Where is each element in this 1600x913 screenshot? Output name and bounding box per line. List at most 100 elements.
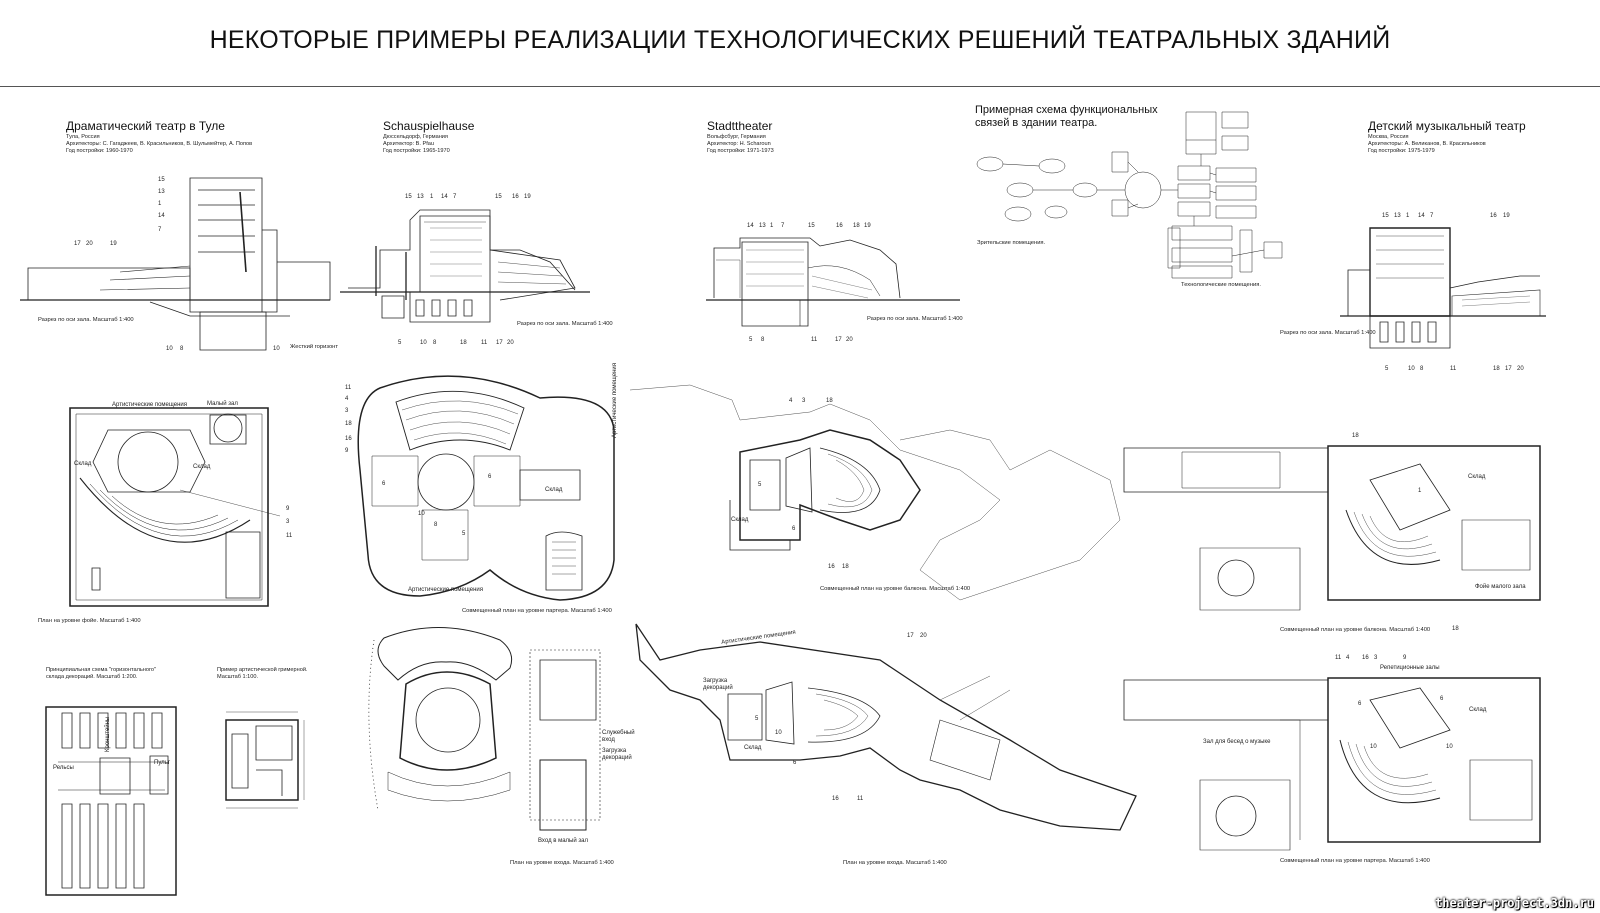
moscow-section-callout-12: 17 (1505, 366, 1512, 372)
moscow-location: Москва, Россия (1368, 134, 1409, 140)
tula-section-callout-3: 14 (158, 213, 165, 219)
moscow-section-callout-2: 1 (1406, 213, 1410, 219)
moscow-section-callout-13: 20 (1517, 366, 1524, 372)
wolf-section-callout-2: 1 (770, 223, 774, 229)
dus-plan1-drawing (357, 375, 615, 601)
dus-section-callout-13: 17 (496, 340, 503, 346)
tula-plan-label-store2: Склад (193, 464, 211, 470)
wolf-plan1-callout-1: 3 (802, 398, 806, 404)
schema-audience-caption: Зрительские помещения. (977, 240, 1046, 246)
dus-plan-callout-1: 4 (345, 396, 349, 402)
dus-section-callout-1: 13 (417, 194, 424, 200)
moscow-plan2-callout-3: 3 (1374, 655, 1378, 661)
tula-dressing-caption: Пример артистической гримерной. Масштаб … (217, 667, 308, 680)
dus-section-callout-11: 18 (460, 340, 467, 346)
wolf-section-callout-3: 7 (781, 223, 785, 229)
tula-year: Год постройки: 1960-1970 (66, 148, 133, 154)
dus-section-callout-6: 16 (512, 194, 519, 200)
dus-section-callout-12: 11 (481, 340, 488, 346)
dus-entrance-service: Служебный вход (602, 730, 635, 743)
dus-plan-callout-6: 6 (382, 481, 386, 487)
dus-plan2-caption: План на уровне входа. Масштаб 1:400 (510, 860, 614, 866)
tula-section-caption: Разрез по оси зала. Масштаб 1:400 (38, 317, 134, 323)
dus-section-callout-0: 15 (405, 194, 412, 200)
moscow-section-callout-4: 7 (1430, 213, 1434, 219)
wolf-section-drawing (706, 237, 960, 327)
wolf-architects: Архитектор: H. Scharoun (707, 141, 771, 147)
moscow-plan1-caption: Совмещенный план на уровне балкона. Масш… (1280, 627, 1431, 633)
moscow-plan1-callout-2: 18 (1452, 626, 1459, 632)
moscow-title: Детский музыкальный театр (1368, 119, 1526, 133)
tula-section-callout-0: 15 (158, 177, 165, 183)
moscow-plan2-label-store: Склад (1469, 707, 1487, 713)
wolf-section-callout-10: 11 (811, 337, 818, 343)
tula-storage-drawing (45, 706, 177, 896)
tula-section-callout-9: 8 (180, 346, 184, 352)
tula-plan-label-small-hall: Малый зал (207, 401, 238, 407)
dus-plan1-caption: Совмещенный план на уровне партера. Масш… (462, 608, 612, 614)
wolf-plan1-callout-6: 18 (842, 564, 849, 570)
wolf-plan2-callout-5: 16 (832, 796, 839, 802)
wolf-plan2-callout-2: 5 (755, 716, 759, 722)
moscow-section-callout-3: 14 (1418, 213, 1425, 219)
moscow-plan2-callout-5: 6 (1358, 701, 1362, 707)
moscow-section-callout-0: 15 (1382, 213, 1389, 219)
schema-tech-caption: Технологические помещения. (1181, 282, 1261, 288)
dus-plan2-drawing (368, 627, 601, 831)
tula-storage-label-console: Пульт (154, 760, 171, 766)
moscow-section-callout-8: 10 (1408, 366, 1415, 372)
moscow-plan2-drawing (1123, 677, 1541, 851)
dus-plan-callout-2: 3 (345, 408, 349, 414)
title-band: НЕКОТОРЫЕ ПРИМЕРЫ РЕАЛИЗАЦИИ ТЕХНОЛОГИЧЕ… (0, 0, 1600, 87)
dus-plan-callout-8: 10 (418, 511, 425, 517)
moscow-section-callout-9: 8 (1420, 366, 1424, 372)
moscow-section-drawing (1340, 227, 1546, 349)
moscow-section-callout-6: 19 (1503, 213, 1510, 219)
wolf-section-callout-4: 15 (808, 223, 815, 229)
moscow-plan2-callout-2: 16 (1362, 655, 1369, 661)
wolf-section-callout-9: 8 (761, 337, 765, 343)
tula-section-callout-10: 10 (273, 346, 280, 352)
tula-section-callout-7: 19 (110, 241, 117, 247)
dus-section-callout-2: 1 (430, 194, 434, 200)
tula-plan-label-store1: Склад (74, 461, 92, 467)
tula-plan-callout-1: 3 (286, 519, 290, 525)
dus-plan-callout-9: 5 (462, 531, 466, 537)
dus-section-callout-8: 5 (398, 340, 402, 346)
moscow-plan2-callout-8: 10 (1446, 744, 1453, 750)
dus-section-callout-7: 19 (524, 194, 531, 200)
moscow-plan1-label-foyer: Фойе малого зала (1475, 584, 1526, 590)
wolf-location: Вольфсбург, Германия (707, 134, 766, 140)
wolf-plan2-caption: План на уровне входа. Масштаб 1:400 (843, 860, 947, 866)
moscow-plan1-drawing (1123, 445, 1541, 611)
wolf-section-callout-11: 17 (835, 337, 842, 343)
moscow-section-callout-1: 13 (1394, 213, 1401, 219)
moscow-plan2-label-music-hall: Зал для бесед о музыке (1203, 739, 1271, 745)
tula-section-drawing (20, 177, 331, 351)
dus-entrance-small-hall: Вход в малый зал (538, 838, 588, 844)
moscow-plan2-callout-1: 4 (1346, 655, 1350, 661)
tula-title: Драматический театр в Туле (66, 119, 225, 133)
wolf-plan1-callout-3: 5 (758, 482, 762, 488)
dus-plan-label-artist1: Артистические помещения (408, 587, 484, 593)
tula-section-callout-6: 20 (86, 241, 93, 247)
moscow-plan2-callout-0: 11 (1335, 655, 1342, 661)
dus-plan-callout-0: 11 (345, 385, 352, 391)
wolf-year: Год постройки: 1971-1973 (707, 148, 774, 154)
moscow-plan2-callout-4: 9 (1403, 655, 1407, 661)
wolf-section-callout-5: 16 (836, 223, 843, 229)
tula-section-callout-4: 7 (158, 227, 162, 233)
tula-section-callout-2: 1 (158, 201, 162, 207)
dus-plan-callout-4: 16 (345, 436, 352, 442)
dus-section-callout-5: 15 (495, 194, 502, 200)
watermark-text: theater-project.3dn.ru (1435, 896, 1594, 910)
moscow-section-callout-11: 18 (1493, 366, 1500, 372)
moscow-plan2-callout-6: 6 (1440, 696, 1444, 702)
moscow-plan2-callout-7: 10 (1370, 744, 1377, 750)
wolf-title: Stadttheater (707, 119, 773, 133)
wolf-section-callout-0: 14 (747, 223, 754, 229)
wolf-plan1-callout-5: 16 (828, 564, 835, 570)
wolf-plan2-callout-4: 6 (793, 760, 797, 766)
tula-architects: Архитекторы: С. Гагаджеев, В. Красильник… (66, 141, 253, 147)
wolf-section-callout-12: 20 (846, 337, 853, 343)
